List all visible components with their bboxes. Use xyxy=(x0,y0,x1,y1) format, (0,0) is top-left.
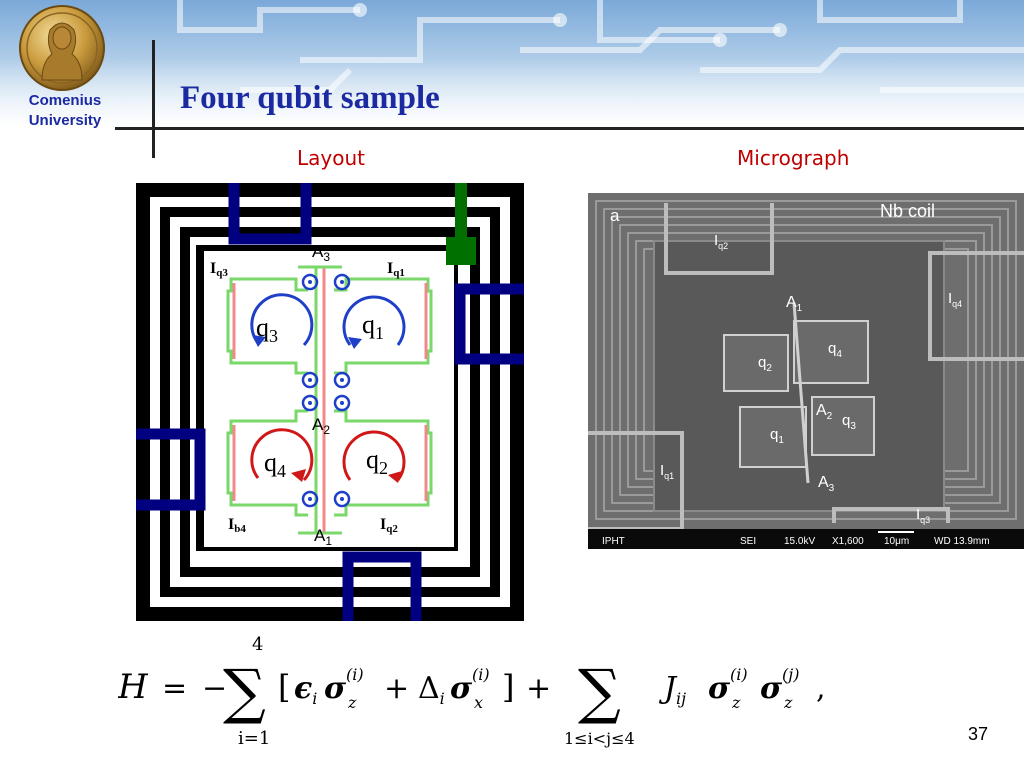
sigma-z-i-sub: z xyxy=(347,693,357,712)
micro-qubit-q4: q4 xyxy=(828,340,842,360)
sum1-upper: 4 xyxy=(252,634,263,655)
sum1-symbol: ∑ xyxy=(223,657,266,727)
header-fade xyxy=(0,60,1024,140)
loop-arrow-q1 xyxy=(342,295,406,346)
formula-minus: − xyxy=(202,671,227,706)
coupler-label-a1: A1 xyxy=(314,526,332,548)
page-number: 37 xyxy=(968,724,989,744)
micro-bias-iq2: Iq2 xyxy=(714,232,728,251)
micro-coupler-a3: A3 xyxy=(818,474,835,494)
qubit-loops xyxy=(226,265,433,535)
sum1-lower: i=1 xyxy=(238,728,270,749)
green-pad xyxy=(446,237,476,265)
sum2-symbol: ∑ xyxy=(578,657,621,727)
panel-letter: a xyxy=(610,206,620,225)
slide-title: Four qubit sample xyxy=(180,80,440,116)
sigma-z-i-sup: (i) xyxy=(346,665,364,684)
loop-arrow-q2 xyxy=(342,430,406,481)
micro-bias-iq4: Iq4 xyxy=(948,290,962,309)
micro-bias-iq1: Iq1 xyxy=(660,462,674,481)
bracket-close: ] xyxy=(502,668,514,706)
sigma-z-i-2-sub: z xyxy=(731,693,741,712)
loop-label-q1: q1 xyxy=(362,310,384,343)
bias-label-iq1: Iq1 xyxy=(387,260,405,279)
micro-qubit-q1: q1 xyxy=(770,426,784,446)
delta: Δi xyxy=(418,671,445,708)
sum2-lower: 1≤i<j≤4 xyxy=(564,729,635,748)
bias-label-iq3: Iq3 xyxy=(210,260,228,279)
university-seal-icon xyxy=(19,5,105,91)
bias-label-iq2: Iq2 xyxy=(380,516,398,535)
coupler-label-a3: A3 xyxy=(312,242,330,264)
sem-info-bar xyxy=(588,529,1024,549)
bias-line-right xyxy=(454,283,524,365)
loop-label-q2: q2 xyxy=(366,445,388,478)
epsilon: ϵi xyxy=(294,671,317,708)
title-horizontal-rule xyxy=(115,127,1024,130)
header-band xyxy=(0,0,1024,140)
university-name-line1: Comenius xyxy=(28,92,102,109)
loop-arrow-q3 xyxy=(250,293,314,347)
loop-arrow-q4 xyxy=(250,428,314,482)
layout-label: Layout xyxy=(297,146,365,170)
university-name-line2: University xyxy=(28,112,102,129)
coil-label: Nb coil xyxy=(880,201,935,221)
coupler-label-a2: A2 xyxy=(312,415,330,437)
info-lab: IPHT xyxy=(602,536,625,547)
info-mode: SEI xyxy=(740,536,756,547)
chip-area xyxy=(204,251,454,547)
bias-line-bottom xyxy=(342,551,422,621)
sigma-x-i-sub: x xyxy=(474,693,483,712)
plus-1: + xyxy=(384,671,409,706)
info-magnification: X1,600 xyxy=(832,536,864,547)
bias-line-left xyxy=(136,428,206,511)
flux-markers xyxy=(301,273,351,508)
micro-coupler-a2: A2 xyxy=(816,402,833,422)
info-working-distance: WD 13.9mm xyxy=(934,536,990,547)
sigma-z-i: σ xyxy=(324,671,347,706)
sigma-x-i: σ xyxy=(450,671,473,706)
micrograph-label: Micrograph xyxy=(737,146,850,170)
info-voltage: 15.0kV xyxy=(784,536,815,547)
formula-comma: , xyxy=(816,671,826,706)
loop-label-q4: q4 xyxy=(264,448,286,481)
bracket-open: [ xyxy=(278,668,290,706)
bias-line-top xyxy=(228,183,312,245)
sem-micrograph-image: a Nb coil Iq2 Iq4 Iq1 Iq3 q2 q4 q1 q3 A1… xyxy=(588,193,1024,549)
loop-label-q3: q3 xyxy=(256,313,278,346)
plus-2: + xyxy=(526,671,551,706)
bias-label-ib4: Ib4 xyxy=(228,516,246,535)
micro-qubit-q2: q2 xyxy=(758,354,772,374)
sigma-z-j-sup: (j) xyxy=(782,665,799,684)
title-vertical-rule xyxy=(152,40,155,158)
green-lead xyxy=(455,183,467,243)
sigma-z-i-2-sup: (i) xyxy=(730,665,748,684)
micro-bias-iq3: Iq3 xyxy=(916,506,930,525)
micro-coupler-a1: A1 xyxy=(786,294,803,314)
sigma-z-j-sub: z xyxy=(783,693,793,712)
qubit-loops-micro xyxy=(723,320,875,468)
hamiltonian-formula: H = − 4 ∑ i=1 [ ϵi σ (i) z + Δi σ (i) x … xyxy=(118,634,826,749)
micro-qubit-q3: q3 xyxy=(842,412,856,432)
sigma-z-j: σ xyxy=(760,671,783,706)
info-scale: 10μm xyxy=(884,536,909,547)
formula-equals: = xyxy=(162,671,187,706)
sigma-z-i-2: σ xyxy=(708,671,731,706)
qubit-layout-diagram: q3 q1 q4 q2 Iq3 Iq1 Ib4 Iq2 A3 A2 A1 xyxy=(136,183,524,621)
coupling-J: Jij xyxy=(658,671,686,708)
sigma-x-i-sup: (i) xyxy=(472,665,490,684)
formula-lhs: H xyxy=(118,667,149,707)
